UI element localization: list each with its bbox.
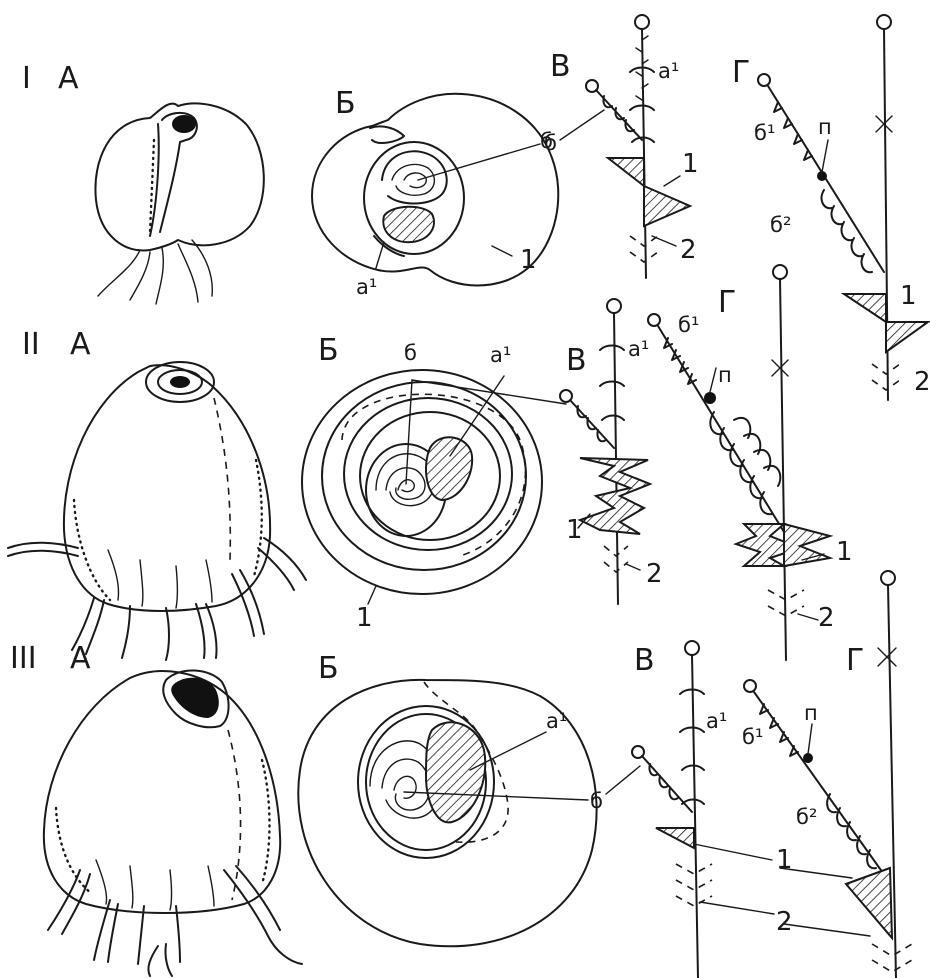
row-ii-b-label-a1: а¹ — [490, 343, 511, 367]
row-i-g-label-b2: б² — [770, 213, 791, 237]
row-i-corm-drawing — [95, 103, 263, 304]
row-iii-label-v: В — [634, 643, 655, 678]
row-i-v-label-1: 1 — [682, 149, 699, 179]
row-iii-numeral: III — [10, 641, 37, 676]
row-iii: III А Б — [10, 571, 912, 978]
row-ii-g-label-2: 2 — [818, 603, 835, 633]
row-i-g-label-p: п — [818, 115, 832, 139]
row-iii-label-a: А — [70, 641, 91, 676]
row-iii-b-label-a1: а¹ — [546, 709, 567, 733]
row-i-label-v: В — [550, 49, 571, 84]
row-iii-v-label-1: 1 — [776, 845, 793, 875]
row-i-label-b: Б — [335, 86, 356, 121]
row-ii-label-a: А — [70, 327, 91, 362]
row-iii-b-label-b: б — [590, 789, 603, 813]
row-ii: II А Б — [8, 265, 853, 660]
row-ii-v-label-2: 2 — [646, 559, 663, 589]
row-iii-g-label-b1: б¹ — [742, 725, 763, 749]
row-ii-b-label-1: 1 — [356, 603, 373, 633]
row-i-apex-hole — [172, 115, 196, 133]
row-ii-b-label-b: б — [404, 341, 417, 365]
row-i-label-a1: а¹ — [356, 275, 377, 299]
row-ii-label-b: Б — [318, 333, 339, 368]
row-i-label-g: Г — [732, 55, 750, 90]
row-ii-g-label-p: п — [718, 363, 732, 387]
row-iii-corm-drawing — [44, 670, 302, 976]
row-i-label-a: А — [58, 61, 79, 96]
row-iii-v-label-2: 2 — [776, 907, 793, 937]
row-ii-label-v: В — [566, 343, 587, 378]
row-i-g-label-1: 1 — [900, 281, 917, 311]
row-iii-g-label-p: п — [804, 701, 818, 725]
row-ii-numeral: II — [22, 327, 40, 362]
row-iii-label-b: Б — [318, 651, 339, 686]
row-i-v-label-2: 2 — [680, 235, 697, 265]
row-i-g-scheme — [758, 15, 928, 400]
row-i: I А Б б — [22, 15, 930, 400]
row-iii-label-g: Г — [846, 643, 864, 678]
row-ii-g-label-b1: б¹ — [678, 313, 699, 337]
row-i-v-label-a1: а¹ — [658, 59, 679, 83]
row-ii-v-label-a1: а¹ — [628, 337, 649, 361]
row-ii-g-scheme — [648, 265, 830, 660]
row-i-label-1: 1 — [520, 245, 537, 275]
row-ii-label-g: Г — [718, 285, 736, 320]
row-i-v-scheme — [560, 15, 690, 278]
row-ii-cross-section — [302, 370, 566, 604]
row-i-v-label-b: б — [544, 131, 557, 155]
row-ii-corm-drawing — [8, 362, 306, 660]
row-iii-g-label-b2: б² — [796, 805, 817, 829]
row-i-g-label-2: 2 — [914, 367, 930, 397]
row-iii-v-label-a1: а¹ — [706, 709, 727, 733]
row-i-numeral: I — [22, 61, 31, 96]
row-i-b-leader — [418, 144, 540, 180]
row-i-g-label-b1: б¹ — [754, 121, 775, 145]
row-ii-v-label-1: 1 — [566, 515, 583, 545]
row-ii-g-label-1: 1 — [836, 537, 853, 567]
